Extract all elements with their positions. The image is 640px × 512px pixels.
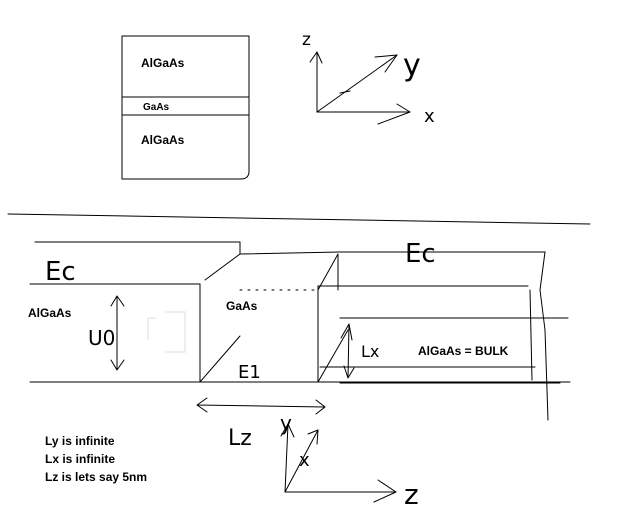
well-back-left-edge: [199, 335, 241, 383]
axis-bottom-z-label: z: [404, 478, 419, 511]
left-region-label: AlGaAs: [28, 306, 72, 320]
e1-label: E1: [238, 362, 261, 383]
axis-top-y-label: y: [403, 48, 421, 83]
axis-top-z-arrowhead: [309, 51, 323, 64]
ec-left-label: Ec: [45, 257, 76, 287]
axis-bottom-z-arrowhead: [373, 479, 397, 503]
u0-arrow: [110, 295, 125, 371]
lx-arrow: [340, 323, 355, 379]
axis-top-x-arrowhead: [377, 103, 411, 125]
right-region-label: AlGaAs = BULK: [418, 344, 509, 358]
layer-bottom-label: AlGaAs: [141, 133, 185, 147]
axis-bottom-x-label: x: [299, 450, 310, 471]
axis-bottom-y-label: y: [280, 411, 292, 435]
axis-top-y-arrowhead: [374, 54, 398, 73]
notes: Ly is infinite Lx is infinite Lz is lets…: [45, 434, 147, 484]
lz-arrow: [196, 397, 326, 415]
right-region-edge: [529, 251, 549, 421]
layer-stack-outline: [121, 35, 250, 180]
axis-top-y-line: [316, 54, 398, 113]
layer-top-label: AlGaAs: [141, 56, 185, 70]
axis-top-y-tick: [339, 90, 351, 94]
note-lz: Lz is lets say 5nm: [45, 470, 147, 484]
center-region-label: GaAs: [226, 299, 258, 313]
axis-bottom-y-line: [284, 423, 289, 493]
faint-sketch-marks: [147, 311, 186, 353]
axis-bottom-x-line: [284, 429, 319, 493]
band-diagram: AlGaAs GaAs AlGaAs = BULK Ec Ec U0 E1 Lx…: [28, 239, 571, 451]
section-divider-line: [7, 213, 591, 225]
layer-middle-label: GaAs: [143, 102, 170, 113]
right-barrier-perspective: [317, 253, 349, 383]
axis-bottom-y-arrowhead: [280, 423, 295, 438]
ec-right-label: Ec: [405, 239, 436, 269]
note-lx: Lx is infinite: [45, 452, 115, 466]
u0-label: U0: [88, 326, 115, 350]
axes-bottom: y x z: [280, 411, 419, 511]
axis-top-x-label: x: [424, 106, 435, 127]
axis-bottom-x-arrowhead: [307, 429, 319, 445]
note-ly: Ly is infinite: [45, 434, 115, 448]
lz-label: Lz: [228, 426, 252, 451]
lx-label: Lx: [361, 342, 379, 361]
conduction-band-top-edge: [34, 241, 546, 281]
layer-stack: AlGaAs GaAs AlGaAs: [121, 35, 250, 180]
axes-top: z y x: [302, 30, 435, 127]
axis-top-z-label: z: [302, 30, 311, 50]
